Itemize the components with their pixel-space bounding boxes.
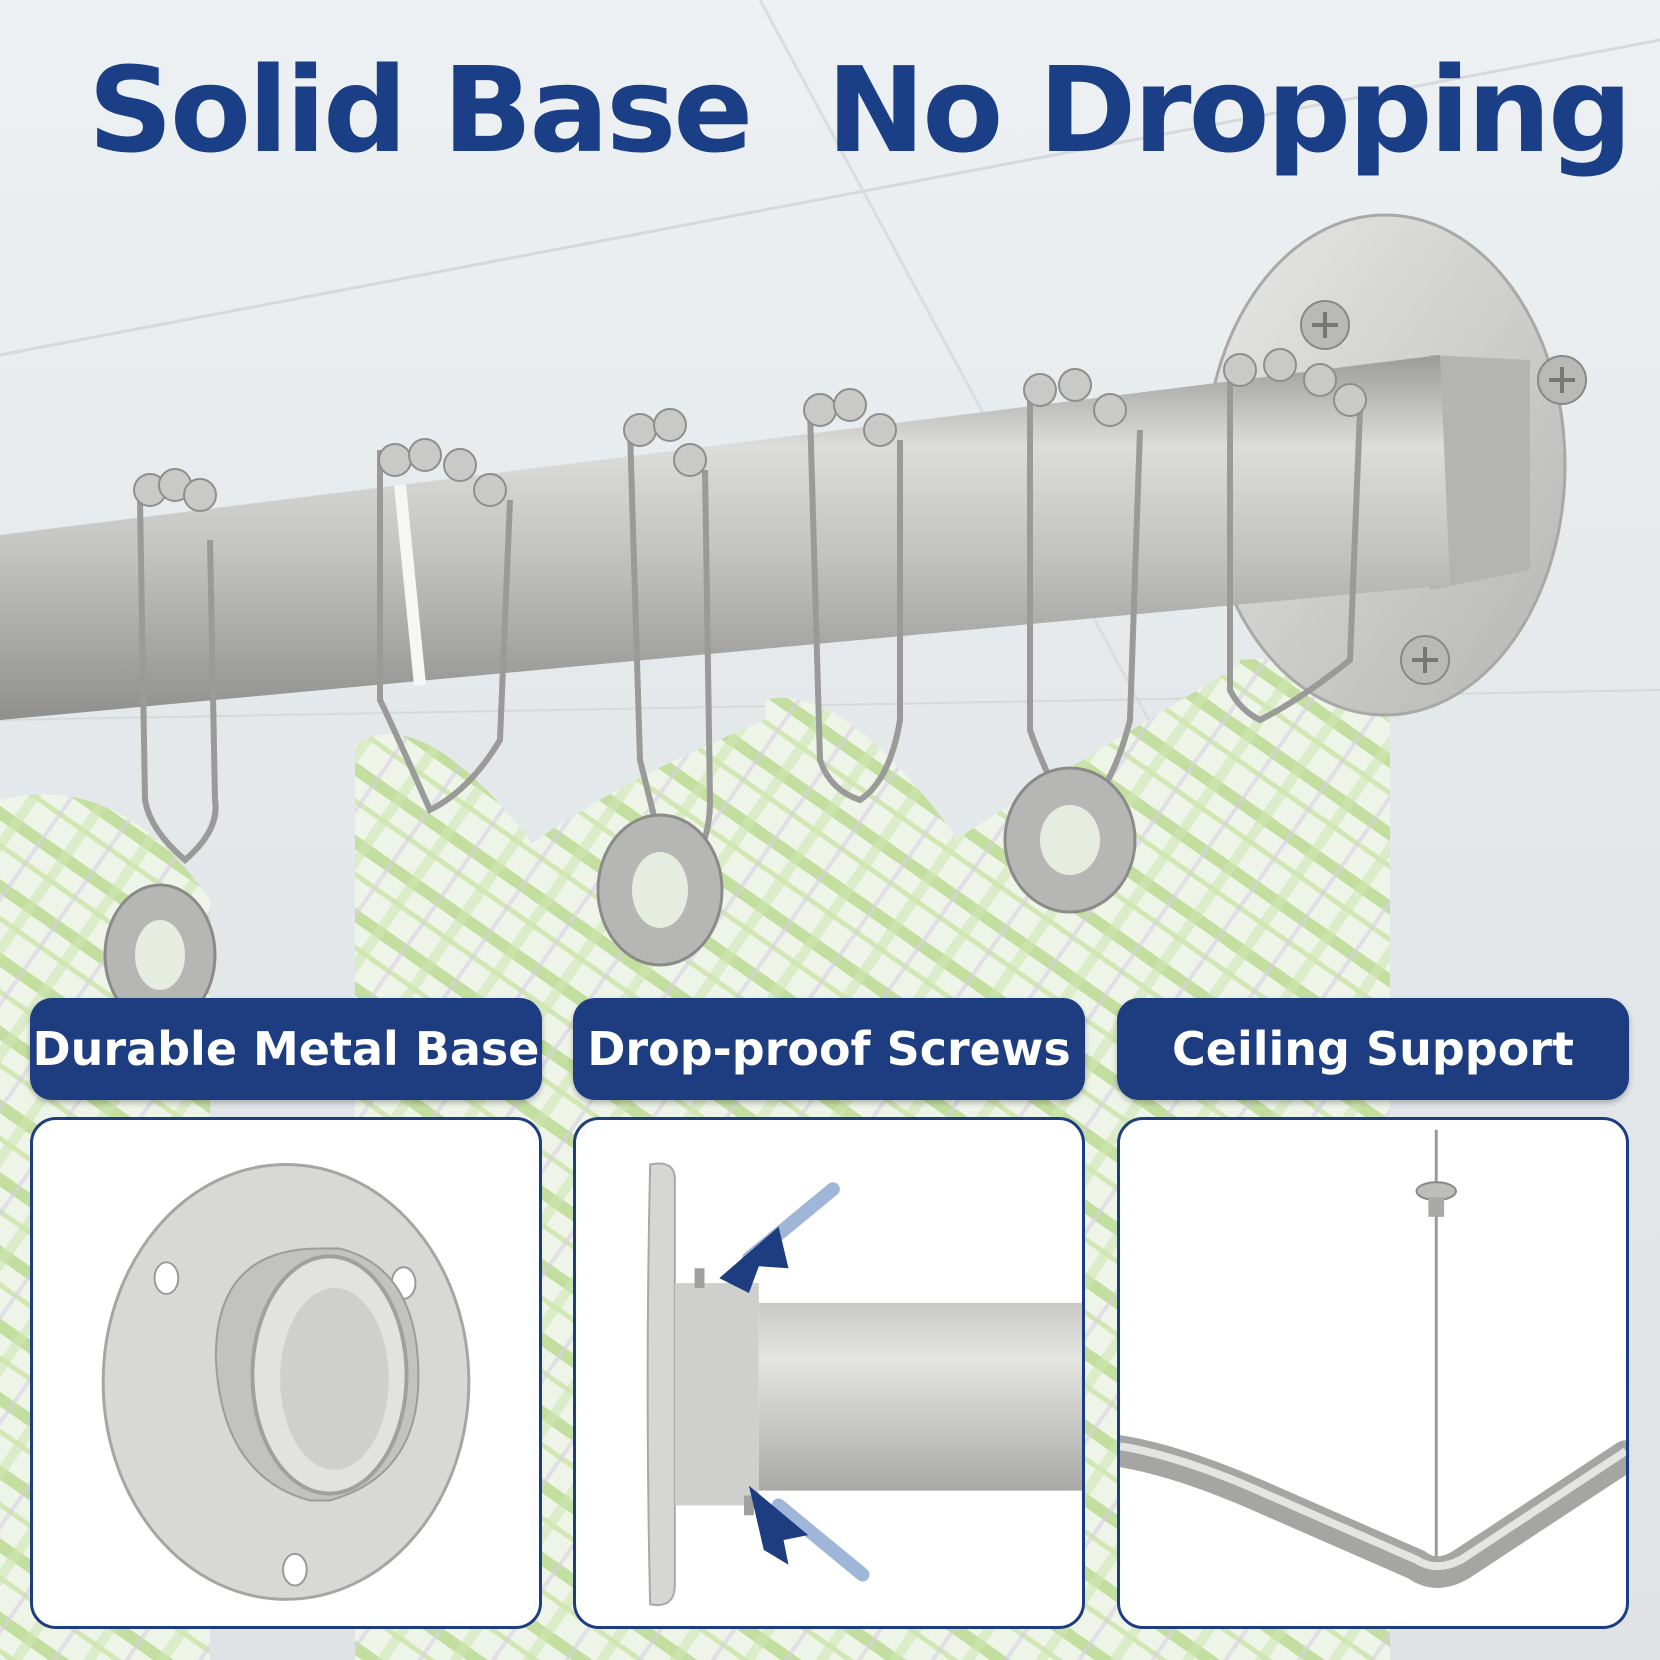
shower-rod <box>0 355 1450 720</box>
feature-label-screws: Drop-proof Screws <box>573 998 1085 1100</box>
feature-panel-ceiling-support <box>1117 1117 1629 1629</box>
ceiling-support-rod-icon <box>1120 1129 1626 1588</box>
feature-panel-screws <box>573 1117 1085 1629</box>
metal-base-flange-icon <box>101 1162 471 1601</box>
screw-arrows-icon <box>646 1162 1082 1607</box>
curtain-grommets <box>103 766 1137 1027</box>
ring-balls <box>133 348 1367 512</box>
feature-label-ceiling-support: Ceiling Support <box>1117 998 1629 1100</box>
feature-label-metal-base: Durable Metal Base <box>30 998 542 1100</box>
headline: Solid Base No Dropping <box>88 41 1632 179</box>
feature-panel-metal-base <box>30 1117 542 1629</box>
